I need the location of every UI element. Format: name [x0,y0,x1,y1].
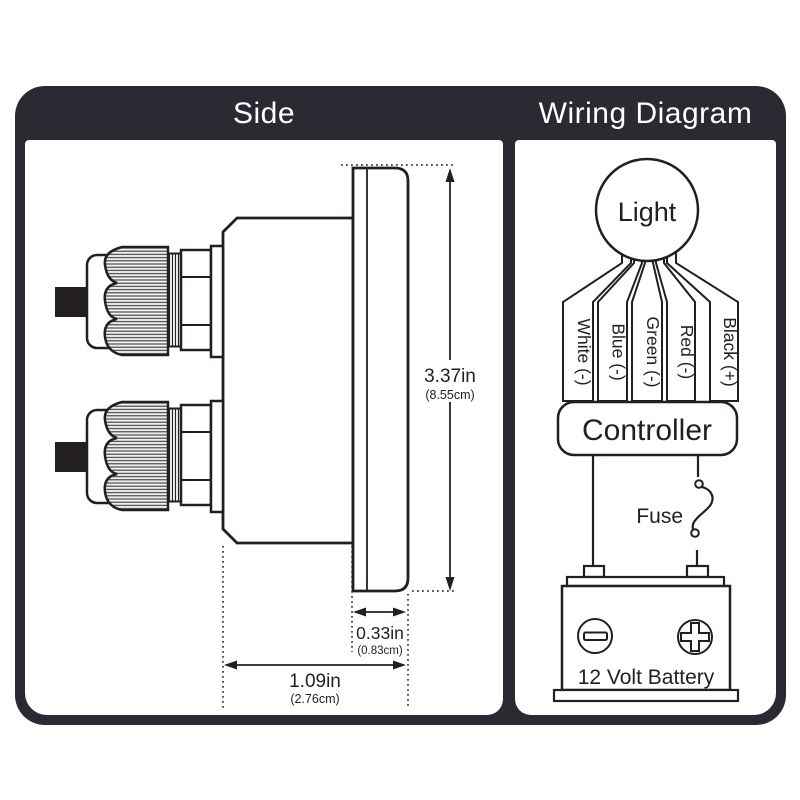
wire-black [666,250,739,402]
wire-label-green: Green (-) [643,317,663,388]
battery-terminal-negative [582,564,606,579]
dimension-depth: 0.33in (0.83cm) [353,607,406,657]
supply-wires [591,455,700,566]
light-label: Light [618,197,677,227]
height-cm-label: (8.55cm) [425,388,474,402]
battery-label: 12 Volt Battery [578,666,715,689]
battery-lid [565,575,726,588]
wiring-panel-title: Wiring Diagram [538,97,753,130]
side-panel-title: Side [232,97,296,130]
wire-label-red: Red (-) [677,325,697,379]
minus-bar-icon [583,631,608,641]
height-in-label: 3.37in [424,366,476,387]
controller-box [556,400,739,457]
gauge-bezel [351,166,410,593]
cable-gland-connector [55,244,225,359]
width-in-label: 1.09in [289,671,341,692]
battery: 12 Volt Battery [552,564,740,703]
gland-knurled-nut [103,245,170,357]
width-cm-label: (2.76cm) [290,692,339,706]
wire-labels: White (-) Blue (-) Green (-) Red (-) Bla… [574,317,740,388]
wiring-diagram-drawing: White (-) Blue (-) Green (-) Red (-) Bla… [552,157,740,703]
dimension-height: 3.37in (8.55cm) [424,168,476,591]
fuse-symbol [690,479,714,538]
wiring-diagram-panel: White (-) Blue (-) Green (-) Red (-) Bla… [515,140,776,715]
gland-thread [168,252,181,348]
battery-terminal-positive [685,564,710,579]
wire-stub [55,287,88,317]
depth-in-label: 0.33in [356,623,404,643]
side-view-drawing: 3.37in (8.55cm) 0.33in (0.83cm) 1.09in (… [53,164,476,708]
gland-hex-nut [179,248,213,352]
cable-gland-connector-2 [53,399,225,514]
side-view-panel: 3.37in (8.55cm) 0.33in (0.83cm) 1.09in (… [25,140,503,715]
wire-label-black: Black (+) [720,317,740,387]
light-circle [594,157,700,263]
fuse-label: Fuse [636,505,683,528]
gauge-body [221,216,355,545]
controller-label: Controller [582,414,712,447]
wire-label-white: White (-) [574,318,594,385]
diagram-card: Side Wiring Diagram [15,86,786,725]
gland-washer [209,244,225,359]
dimension-width: 1.09in (2.76cm) [224,660,406,706]
dimension-reference-lines [222,164,456,708]
battery-base [552,688,740,703]
wire-label-blue: Blue (-) [609,323,629,380]
depth-cm-label: (0.83cm) [357,645,403,657]
plus-cross-icon [680,622,710,652]
